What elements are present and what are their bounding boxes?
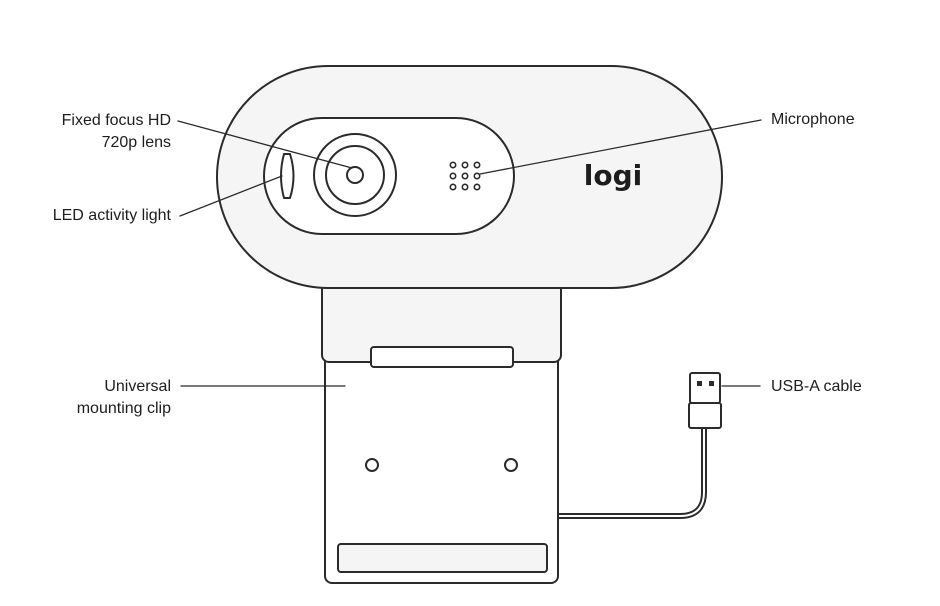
- label-usb: USB-A cable: [771, 376, 862, 398]
- leader-mic: [479, 119, 762, 175]
- logi-logo: logi: [584, 159, 642, 192]
- microphone-grille: [449, 161, 481, 191]
- label-led: LED activity light: [20, 205, 171, 227]
- usb-a-plug-head: [689, 372, 721, 404]
- label-led-text: LED activity light: [52, 207, 171, 224]
- mounting-clip-pad: [337, 543, 548, 573]
- clip-screw-left: [365, 458, 379, 472]
- label-lens-line1: Fixed focus HD: [61, 112, 171, 129]
- usb-cable-cord: [555, 425, 707, 519]
- lens-inner: [346, 166, 364, 184]
- label-lens: Fixed focus HD 720p lens: [20, 110, 171, 154]
- mounting-clip-latch: [370, 346, 514, 368]
- led-activity-light: [280, 153, 295, 199]
- label-usb-text: USB-A cable: [771, 378, 862, 395]
- usb-a-plug-body: [688, 402, 722, 429]
- clip-screw-right: [504, 458, 518, 472]
- lens-middle-ring: [325, 145, 385, 205]
- label-clip-line2: mounting clip: [76, 400, 171, 417]
- label-clip-line1: Universal: [104, 378, 171, 395]
- leader-led: [179, 175, 283, 217]
- label-lens-line2: 720p lens: [101, 134, 171, 151]
- leader-lens: [177, 120, 353, 169]
- leader-lines: [177, 119, 762, 387]
- label-clip: Universal mounting clip: [20, 376, 171, 420]
- label-microphone: Microphone: [771, 109, 855, 131]
- label-microphone-text: Microphone: [771, 111, 855, 128]
